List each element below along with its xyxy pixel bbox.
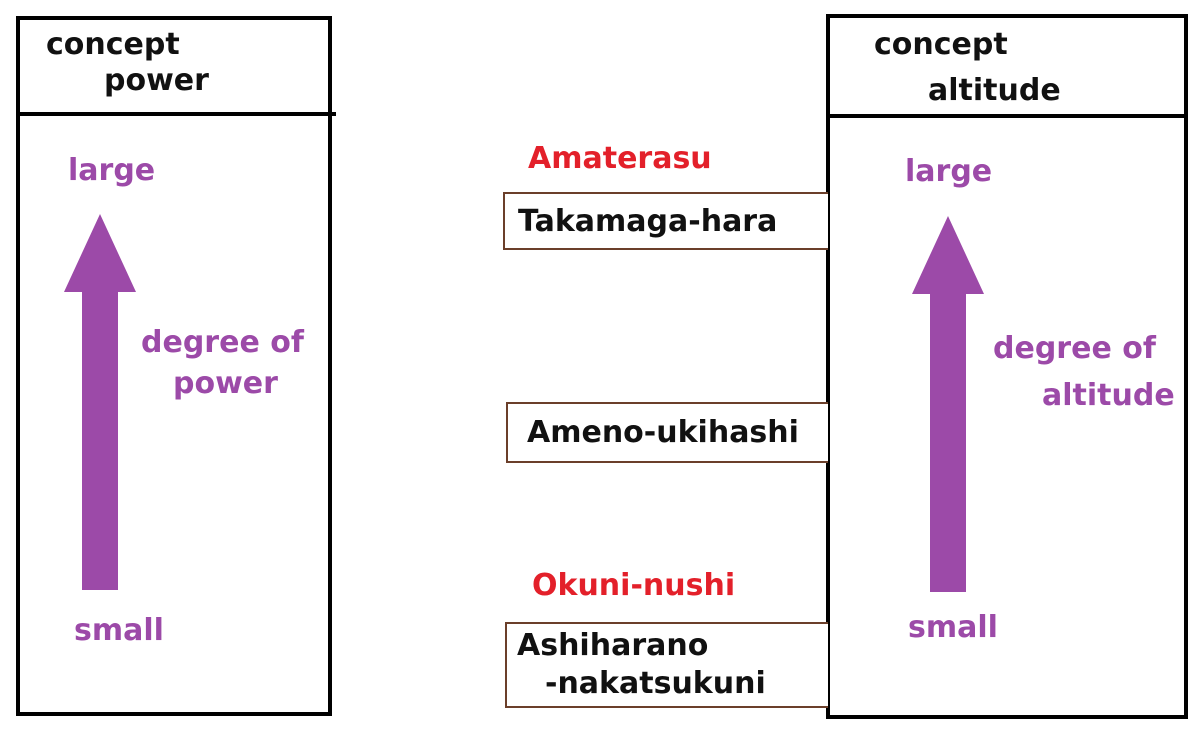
power-panel-divider — [16, 112, 336, 116]
power-small-label: small — [74, 613, 164, 648]
altitude-panel-divider — [826, 114, 1188, 118]
altitude-up-arrow-icon — [912, 216, 984, 592]
power-axis-label-line1: degree of — [141, 325, 304, 360]
altitude-panel-header-line1: concept — [874, 27, 1008, 62]
altitude-small-label: small — [908, 610, 998, 645]
power-up-arrow-icon — [64, 214, 136, 590]
altitude-panel — [826, 14, 1188, 719]
power-panel — [16, 16, 332, 716]
ashiharano-label-line1: Ashiharano — [517, 628, 709, 663]
takamaga-hara-box: Takamaga-hara — [503, 192, 828, 250]
altitude-panel-header-line2: altitude — [928, 73, 1061, 108]
power-large-label: large — [68, 153, 156, 188]
takamaga-hara-label: Takamaga-hara — [518, 203, 778, 239]
ashiharano-label-line2: -nakatsukuni — [545, 666, 766, 701]
okuni-nushi-label: Okuni-nushi — [532, 568, 736, 603]
ameno-ukihashi-label: Ameno-ukihashi — [527, 415, 799, 450]
ameno-ukihashi-box: Ameno-ukihashi — [506, 402, 828, 463]
altitude-large-label: large — [905, 154, 993, 189]
amaterasu-label: Amaterasu — [528, 141, 712, 176]
power-axis-label-line2: power — [173, 366, 278, 401]
power-panel-header-line2: power — [104, 63, 209, 98]
altitude-axis-label-line2: altitude — [1042, 378, 1175, 413]
altitude-axis-label-line1: degree of — [993, 331, 1156, 366]
power-panel-header-line1: concept — [46, 27, 180, 62]
ashiharano-nakatsukuni-box: Ashiharano -nakatsukuni — [505, 622, 828, 708]
